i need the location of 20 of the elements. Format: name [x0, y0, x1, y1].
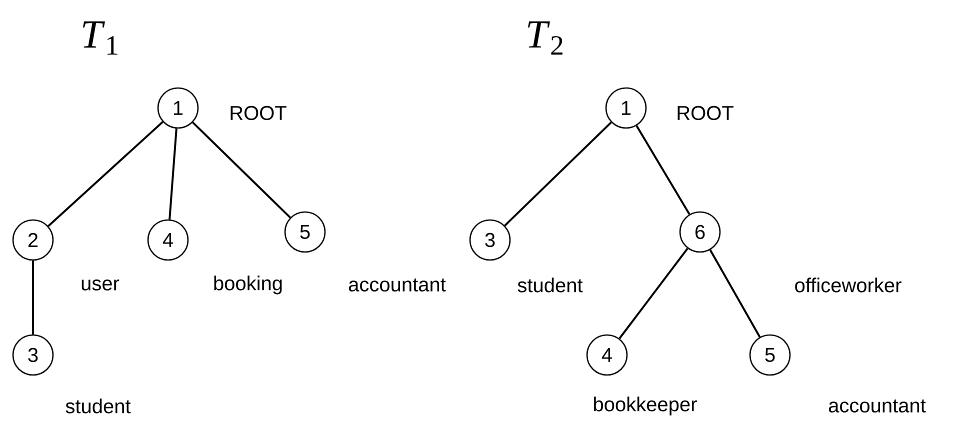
node-label: student — [66, 398, 131, 414]
tree-edge — [168, 128, 178, 220]
node-label: booking — [214, 276, 282, 294]
node-label: user — [82, 280, 120, 290]
tree-edge — [618, 248, 688, 340]
node-label: bookkeeper — [594, 396, 697, 416]
tree-edge — [192, 122, 291, 218]
tree-edge — [504, 122, 612, 226]
tree-edge — [709, 249, 761, 338]
node-label: accountant — [828, 399, 926, 413]
tree-edge — [48, 121, 164, 227]
node-label: accountant — [348, 278, 446, 292]
node-label: officeworker — [795, 278, 902, 292]
node-label: ROOT — [230, 106, 286, 120]
tree-title: T$_{2}$ — [528, 21, 562, 55]
tree-edge — [32, 260, 34, 334]
tree-edge — [636, 125, 690, 215]
node-label: student — [518, 278, 583, 292]
tree-title: T$_{1}$ — [82, 21, 118, 55]
node-label: ROOT — [678, 106, 734, 120]
